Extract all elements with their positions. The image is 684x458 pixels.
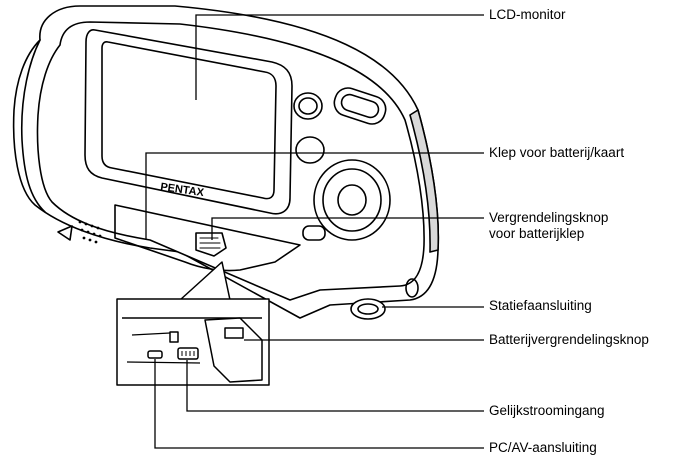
four-way-ring [322,168,382,232]
leader-dc-input [186,360,484,412]
leader-cover-lock [211,217,484,240]
leader-battery-card-cover [145,152,484,240]
inset-pointer [179,261,231,301]
zoom-button-inner [340,93,380,119]
label-battery-card-cover: Klep voor batterij/kaart [489,145,625,160]
playback-button-inner [298,97,318,115]
speaker-grille [78,220,102,244]
battery-lock-lever [224,327,244,339]
camera-side-edge [20,39,46,213]
label-tripod-socket: Statiefaansluiting [489,298,592,313]
tripod-socket [350,298,386,320]
leader-pc-av [154,359,484,449]
battery-cover-lock-ridge [199,237,221,249]
dc-input-pins [181,351,195,356]
leader-lcd-monitor [195,14,484,100]
label-cover-lock-line1: Vergrendelingsknop [489,210,609,225]
label-battery-lock: Batterijvergrendelingsknop [489,332,649,347]
menu-button [295,136,325,164]
zoom-button [333,87,387,125]
tripod-socket-hole [357,303,379,315]
inset-slot-2 [126,361,201,364]
triangle-mark-icon [57,225,73,241]
label-cover-lock-line2: voor batterijklep [489,226,585,241]
label-dc-input: Gelijkstroomingang [489,403,605,418]
label-lcd-monitor: LCD-monitor [489,7,566,22]
ok-button [337,184,367,216]
strap-lug [405,278,419,298]
label-pc-av: PC/AV-aansluiting [489,440,597,455]
pc-av-port [147,350,163,359]
inset-slot-1 [131,332,171,336]
inset-battery-door [204,317,263,383]
dc-input-port [177,347,199,360]
four-way-controller [313,159,391,241]
green-button [302,225,326,241]
playback-button [293,92,323,120]
battery-cover-lock [195,232,227,257]
camera-right-edge [409,109,440,253]
inset-switch [169,331,179,343]
